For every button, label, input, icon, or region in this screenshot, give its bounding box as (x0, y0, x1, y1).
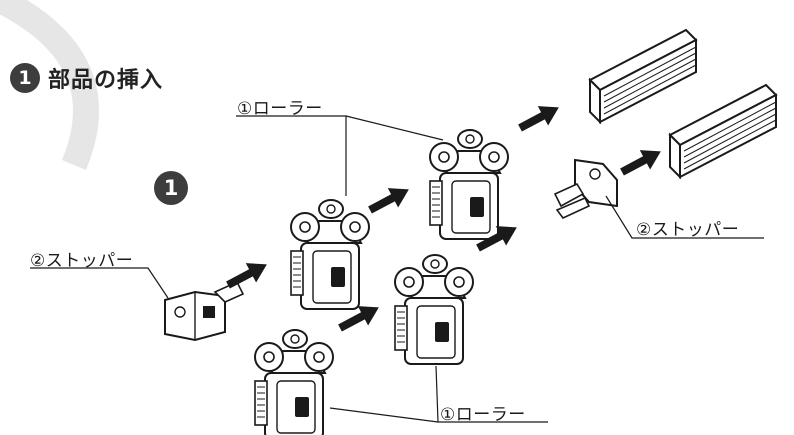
roller-middle (290, 199, 370, 310)
rail-right (669, 84, 777, 178)
title-text: 部品の挿入 (48, 68, 164, 93)
decorative-arc (0, 0, 99, 171)
section-title: 1 部品の挿入 (10, 61, 163, 95)
roller-bottom-left (254, 329, 334, 435)
label-stopper-right: ②ストッパー (636, 220, 740, 240)
title-number-badge: 1 (10, 63, 40, 93)
stopper-left (164, 280, 245, 342)
rail-top (589, 29, 697, 123)
arrow-roller-to-roller-1 (364, 179, 415, 220)
step-number-badge: 1 (154, 171, 188, 205)
stopper-right (553, 158, 618, 219)
label-stopper-left: ②ストッパー (30, 251, 134, 271)
label-roller-top: ①ローラー (237, 99, 323, 119)
roller-top (429, 129, 509, 240)
arrow-stopper-to-rail (616, 141, 667, 182)
roller-bottom-right (394, 254, 474, 365)
leader-lines (30, 115, 764, 423)
arrow-roller-to-rail-top (514, 97, 565, 138)
label-roller-bottom: ①ローラー (440, 405, 526, 425)
